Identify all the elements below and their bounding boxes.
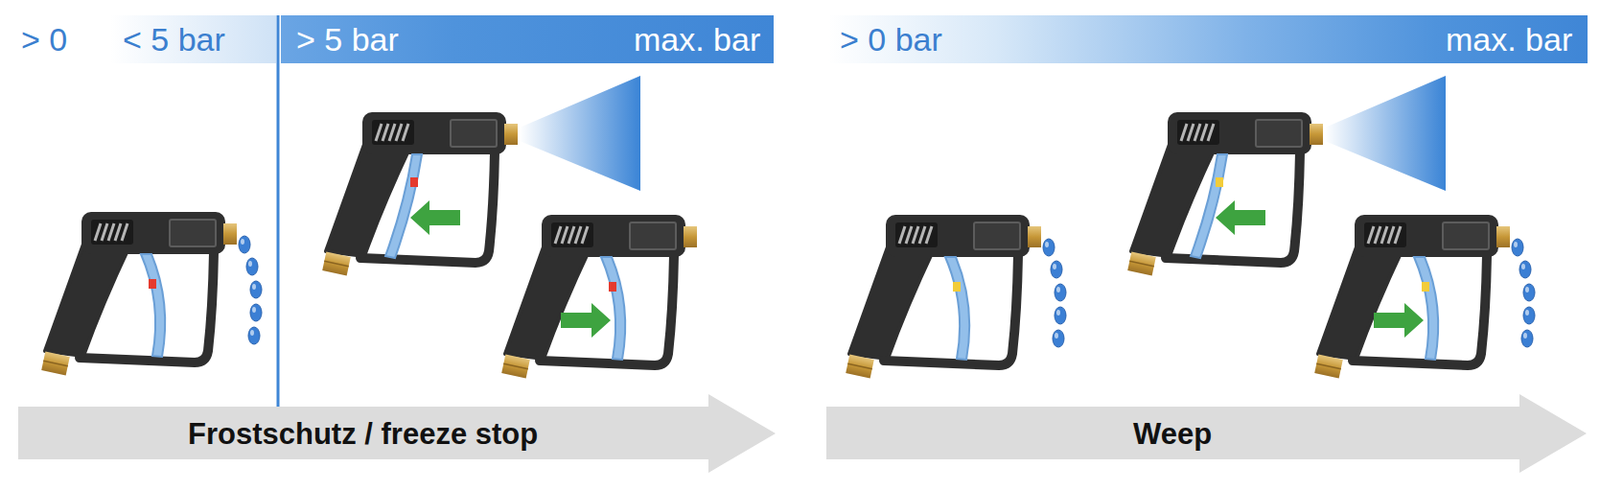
pressure-label: max. bar bbox=[633, 23, 761, 56]
gun-body bbox=[501, 214, 697, 378]
pressure-label: > 5 bar bbox=[296, 23, 399, 56]
trigger bbox=[1414, 256, 1438, 360]
spray-gun bbox=[501, 214, 697, 378]
gun-body bbox=[322, 112, 518, 276]
safety-mark bbox=[410, 177, 418, 187]
safety-mark bbox=[148, 278, 157, 289]
pressure-band: > 5 bar max. bar bbox=[280, 15, 774, 64]
pull-arrow bbox=[410, 200, 461, 235]
pressure-label: > 0 bar bbox=[839, 23, 943, 56]
pull-arrow bbox=[1215, 200, 1266, 235]
safety-mark bbox=[608, 281, 617, 292]
arrow-shape bbox=[826, 394, 1587, 473]
water-drops bbox=[1511, 238, 1535, 348]
trigger bbox=[140, 254, 165, 357]
spray-jet bbox=[1324, 75, 1446, 191]
mode-label: Frostschutz / freeze stop bbox=[187, 418, 538, 449]
gun-body bbox=[1127, 112, 1323, 276]
safety-mark bbox=[1215, 177, 1224, 187]
pressure-band: > 0 < 5 bar bbox=[0, 15, 277, 64]
pressure-label: > 0 bbox=[21, 23, 68, 56]
water-drops bbox=[238, 235, 262, 345]
mode-label: Weep bbox=[1133, 418, 1212, 449]
spray-jet bbox=[519, 75, 641, 191]
pressure-band: > 0 bar max. bar bbox=[828, 15, 1588, 64]
gun-body bbox=[1314, 214, 1510, 378]
mode-arrow: Weep bbox=[826, 394, 1587, 473]
gun-body bbox=[845, 214, 1042, 378]
spray-gun bbox=[845, 214, 1067, 378]
water-drops bbox=[1043, 238, 1067, 348]
safety-mark bbox=[1421, 281, 1430, 292]
trigger bbox=[601, 256, 626, 360]
arrow-shape bbox=[18, 394, 776, 473]
safety-mark bbox=[952, 281, 961, 292]
gun-body bbox=[41, 211, 237, 375]
spray-gun bbox=[41, 211, 262, 375]
trigger bbox=[945, 256, 970, 360]
release-arrow bbox=[1373, 302, 1424, 338]
trigger bbox=[1190, 154, 1228, 258]
mode-arrow: Frostschutz / freeze stop bbox=[18, 394, 776, 473]
pressure-label: max. bar bbox=[1445, 23, 1573, 56]
pressure-label: < 5 bar bbox=[122, 23, 226, 56]
release-arrow bbox=[560, 302, 611, 338]
trigger bbox=[385, 154, 422, 258]
divider-line bbox=[277, 15, 280, 407]
spray-gun bbox=[1314, 214, 1535, 378]
